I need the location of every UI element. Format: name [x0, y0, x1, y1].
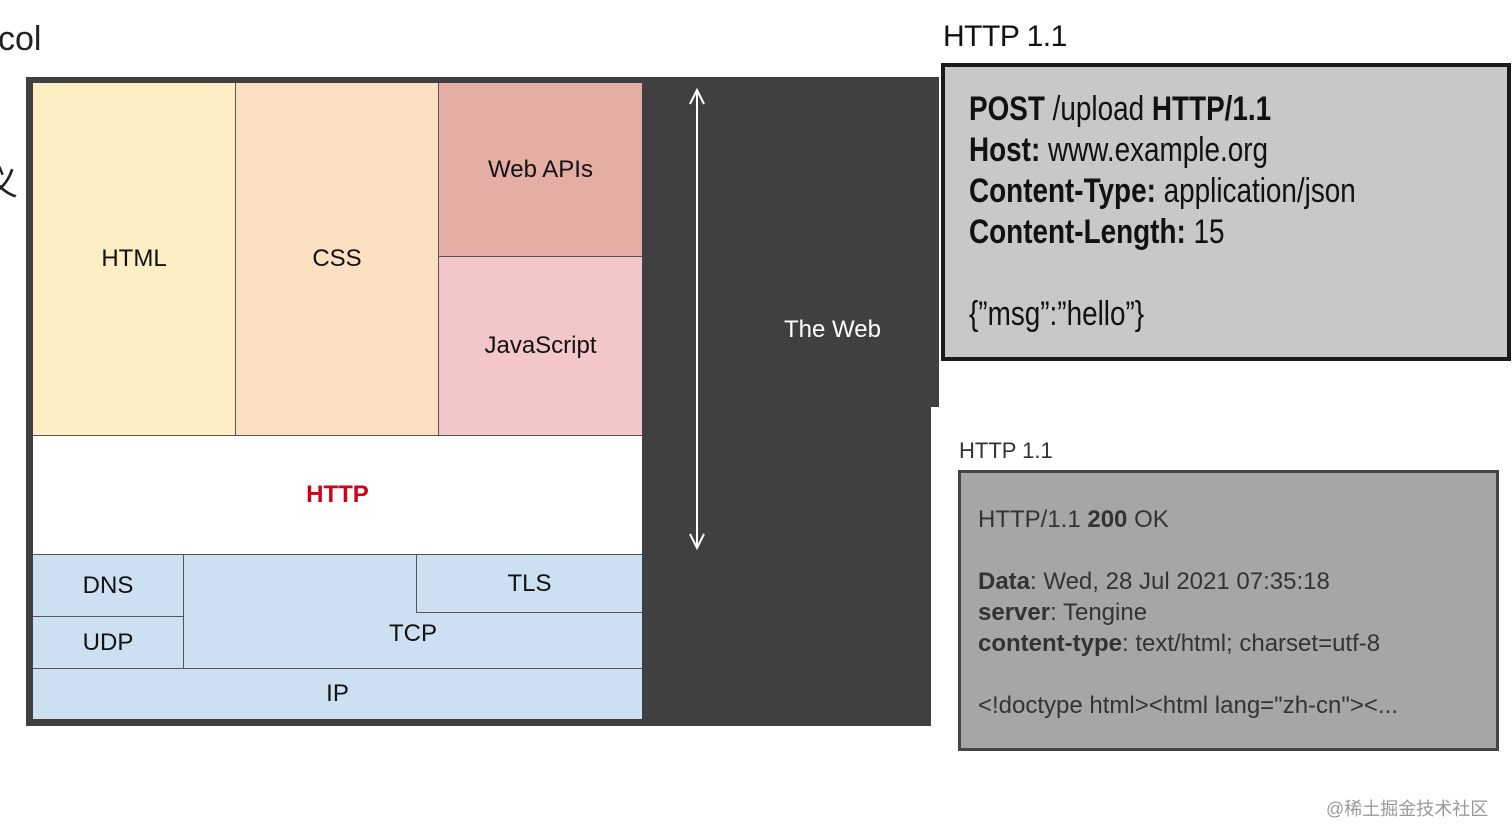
html-label: HTML — [101, 245, 167, 272]
request-body: {”msg”:”hello”} — [969, 295, 1145, 333]
watermark: @稀土掘金技术社区 — [1326, 799, 1489, 819]
protocol-stack: HTML CSS Web APIs JavaScript HTTP DNS UD… — [33, 83, 642, 719]
response-content-type-header: content-type: text/html; charset=utf-8 — [978, 628, 1398, 659]
header-key: Data — [978, 568, 1031, 595]
request-host-header: Host: www.example.org — [969, 130, 1356, 171]
response-server-header: server: Tengine — [978, 597, 1398, 628]
cutoff-title-fragment: col — [0, 20, 42, 58]
web-span-arrow — [689, 87, 705, 551]
javascript-label: JavaScript — [484, 332, 597, 359]
javascript-layer: JavaScript — [439, 257, 642, 435]
request-content-length-header: Content-Length: 15 — [969, 212, 1356, 253]
header-value: application/json — [1155, 172, 1356, 210]
html-layer: HTML — [33, 83, 236, 435]
request-line: POST /upload HTTP/1.1 — [969, 89, 1356, 130]
header-value: : text/html; charset=utf-8 — [1122, 630, 1381, 657]
response-content: HTTP/1.1 200 OK Data: Wed, 28 Jul 2021 0… — [978, 504, 1398, 721]
request-method: POST — [969, 90, 1045, 128]
tls-label: TLS — [507, 569, 552, 597]
response-body: <!doctype html><html lang="zh-cn"><... — [978, 692, 1398, 719]
header-key: Content-Type: — [969, 172, 1156, 210]
request-path: /upload — [1044, 90, 1152, 128]
udp-label: UDP — [82, 628, 134, 656]
css-layer: CSS — [236, 83, 439, 435]
request-content-type-header: Content-Type: application/json — [969, 171, 1356, 212]
status-text: OK — [1127, 506, 1169, 533]
web-stack-backdrop-tab — [925, 77, 939, 407]
response-box: HTTP/1.1 200 OK Data: Wed, 28 Jul 2021 0… — [958, 470, 1499, 751]
web-apis-label: Web APIs — [488, 155, 593, 183]
response-data-header: Data: Wed, 28 Jul 2021 07:35:18 — [978, 566, 1398, 597]
header-key: content-type — [978, 630, 1122, 657]
dns-label: DNS — [82, 571, 134, 599]
request-box: POST /upload HTTP/1.1 Host: www.example.… — [941, 63, 1511, 361]
cutoff-side-fragment: 义 — [0, 165, 18, 203]
header-value: 15 — [1185, 213, 1225, 251]
status-prefix: HTTP/1.1 — [978, 506, 1088, 533]
header-key: Content-Length: — [969, 213, 1186, 251]
header-value: www.example.org — [1040, 131, 1269, 169]
web-apis-layer: Web APIs — [439, 83, 642, 257]
tcp-label: TCP — [389, 620, 437, 647]
request-content: POST /upload HTTP/1.1 Host: www.example.… — [969, 89, 1441, 335]
udp-layer: UDP — [33, 617, 184, 668]
css-label: CSS — [312, 245, 362, 272]
request-version: HTTP/1.1 — [1151, 90, 1272, 128]
header-value: : Tengine — [1050, 599, 1148, 626]
dns-layer: DNS — [33, 555, 184, 617]
response-status-line: HTTP/1.1 200 OK — [978, 504, 1398, 535]
ip-layer: IP — [33, 668, 642, 719]
tls-layer: TLS — [416, 555, 642, 613]
ip-label: IP — [326, 680, 349, 707]
request-title: HTTP 1.1 — [943, 20, 1067, 53]
header-key: server — [978, 599, 1051, 626]
header-value: : Wed, 28 Jul 2021 07:35:18 — [1030, 568, 1330, 595]
header-key: Host: — [969, 131, 1041, 169]
the-web-label: The Web — [784, 316, 881, 343]
status-code: 200 — [1087, 506, 1128, 533]
http-layer: HTTP — [33, 435, 642, 555]
response-title: HTTP 1.1 — [959, 438, 1053, 463]
http-label: HTTP — [306, 481, 369, 508]
